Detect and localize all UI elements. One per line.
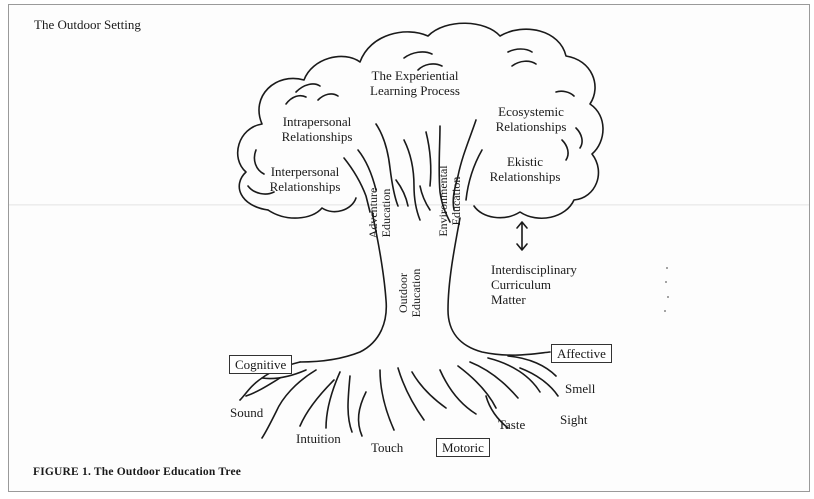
adventure-line-2: Education — [379, 188, 393, 238]
label-intuition: Intuition — [296, 431, 341, 446]
setting-title: The Outdoor Setting — [34, 17, 141, 32]
label-interdisciplinary: Interdisciplinary Curriculum Matter — [491, 262, 577, 307]
root-center — [379, 369, 395, 431]
trunk-left — [299, 211, 388, 363]
environmental-line-2: Education — [449, 176, 463, 226]
scan-artifact-line — [9, 204, 809, 206]
branch-center-c — [438, 125, 451, 223]
branch-center-a — [403, 139, 421, 221]
side-note-line-1: Interdisciplinary — [491, 262, 577, 277]
root-right-2 — [507, 355, 557, 377]
root-mid-right — [439, 369, 477, 415]
process-line-1: The Experiential — [371, 68, 459, 83]
canopy-outline — [236, 22, 604, 220]
label-outdoor-education: Outdoor Education — [396, 253, 427, 333]
ekistic-line-2: Relationships — [489, 169, 561, 184]
label-sight: Sight — [560, 412, 588, 427]
branch-left-outer — [343, 157, 371, 213]
label-environmental-education: Environmental Education — [436, 149, 467, 253]
ekistic-line-1: Ekistic — [506, 154, 544, 169]
label-ekistic: Ekistic Relationships — [470, 154, 580, 184]
label-intrapersonal: Intrapersonal Relationships — [262, 114, 372, 144]
label-ecosystemic: Ecosystemic Relationships — [476, 104, 586, 134]
branch-right-top — [452, 119, 477, 211]
canopy-lower-left — [267, 197, 357, 219]
intrapersonal-line-2: Relationships — [281, 129, 353, 144]
branch-left-mid — [357, 149, 377, 191]
trunk-right — [447, 217, 551, 356]
label-experiential-process: The Experiential Learning Process — [360, 68, 470, 98]
ecosystemic-line-2: Relationships — [495, 119, 567, 134]
root-right-1 — [487, 357, 541, 393]
box-affective: Affective — [551, 344, 612, 363]
branch-left-top — [375, 123, 399, 207]
label-sound: Sound — [230, 405, 264, 420]
ecosystemic-line-1: Ecosystemic — [498, 104, 564, 119]
box-motoric: Motoric — [436, 438, 490, 457]
label-interpersonal: Interpersonal Relationships — [250, 164, 360, 194]
root-left-2 — [261, 369, 317, 439]
root-mid-left — [325, 371, 341, 429]
interpersonal-line-1: Interpersonal — [270, 164, 340, 179]
label-smell: Smell — [565, 381, 596, 396]
label-taste: Taste — [498, 417, 526, 432]
label-touch: Touch — [371, 440, 404, 455]
side-note-line-3: Matter — [491, 292, 526, 307]
side-note-line-2: Curriculum — [491, 277, 551, 292]
box-cognitive: Cognitive — [229, 355, 293, 374]
figure-caption: FIGURE 1. The Outdoor Education Tree — [33, 466, 242, 478]
interpersonal-line-2: Relationships — [269, 179, 341, 194]
branch-center-b — [425, 131, 432, 187]
process-line-2: Learning Process — [370, 83, 460, 98]
intrapersonal-line-1: Intrapersonal — [282, 114, 352, 129]
label-adventure-education: Adventure Education — [366, 171, 397, 255]
double-arrow-icon — [516, 221, 528, 251]
figure-frame — [8, 4, 810, 492]
trunk-line-2: Education — [409, 268, 423, 318]
branch-right-outer — [465, 149, 483, 201]
